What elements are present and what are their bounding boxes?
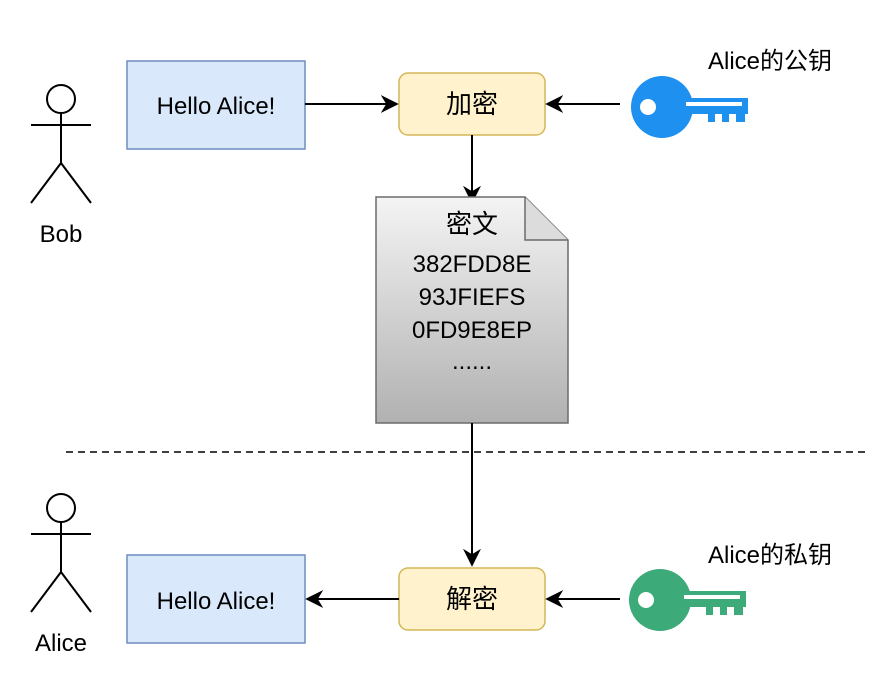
ciphertext-line-3: 0FD9E8EP xyxy=(412,317,532,344)
ciphertext-title: 密文 xyxy=(446,209,498,239)
decrypted-message-box xyxy=(126,554,306,644)
public-key-label: Alice的公钥 xyxy=(708,48,832,75)
ciphertext-line-2: 93JFIEFS xyxy=(419,284,526,311)
ciphertext-line-4: ...... xyxy=(452,348,492,375)
private-key-label: Alice的私钥 xyxy=(708,542,832,569)
decrypt-label: 解密 xyxy=(446,584,498,614)
bob-actor-icon xyxy=(30,84,92,204)
ciphertext-document xyxy=(375,196,569,424)
encrypt-label: 加密 xyxy=(446,89,498,119)
alice-actor-icon xyxy=(30,493,92,613)
private-key-icon xyxy=(629,569,746,631)
bob-label: Bob xyxy=(40,221,83,248)
decrypted-message-text: Hello Alice! xyxy=(157,588,276,615)
public-key-icon xyxy=(631,76,748,138)
ciphertext-line-1: 382FDD8E xyxy=(413,251,532,278)
plaintext-message-box xyxy=(126,60,306,150)
ciphertext-document-fold xyxy=(524,197,568,241)
plaintext-message-text: Hello Alice! xyxy=(157,93,276,120)
alice-label: Alice xyxy=(35,630,87,657)
